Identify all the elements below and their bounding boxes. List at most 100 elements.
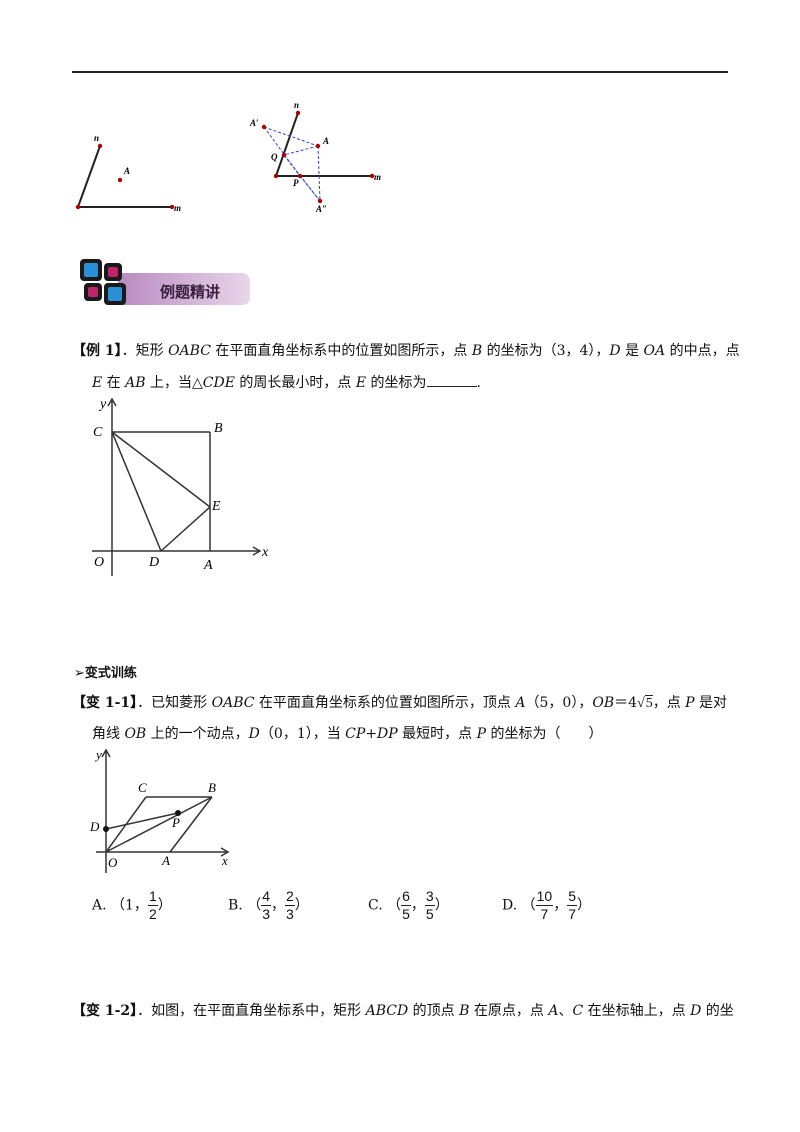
- label-A: A: [161, 853, 170, 868]
- text: ．已知菱形: [137, 695, 212, 711]
- text: ，: [410, 897, 425, 914]
- label-C: C: [93, 425, 103, 440]
- text: （0，1），当: [259, 726, 346, 742]
- label-C: C: [138, 780, 147, 795]
- example1-line2: E 在 AB 上，当△CDE 的周长最小时，点 E 的坐标为.: [92, 372, 481, 394]
- numerator: 4: [262, 888, 270, 904]
- numerator: 2: [286, 888, 294, 904]
- label-O: O: [94, 555, 104, 570]
- choice-label: A.: [92, 897, 107, 914]
- axis-y: y: [98, 397, 107, 412]
- text: 的坐: [701, 1003, 734, 1019]
- text: 上的一个动点，: [146, 726, 249, 742]
- label-P: P: [293, 178, 299, 188]
- choice-label: C.: [368, 897, 383, 914]
- answer-blank: [426, 372, 477, 387]
- numerator: 10: [536, 888, 553, 904]
- text: 是: [620, 343, 644, 359]
- text: ）: [577, 897, 592, 914]
- math: OABC: [211, 695, 255, 711]
- text: ）: [294, 897, 309, 914]
- text: ，: [553, 897, 568, 914]
- axis-x: x: [261, 545, 269, 560]
- math: A: [548, 1003, 559, 1019]
- numerator: 5: [568, 888, 577, 904]
- section-variant-title: ➢变式训练: [74, 666, 137, 681]
- math: P: [685, 695, 695, 711]
- text: 的顶点: [408, 1003, 460, 1019]
- math: OB: [124, 726, 147, 742]
- label-Q: Q: [271, 152, 278, 162]
- text: 在坐标轴上，点: [583, 1003, 691, 1019]
- math: A: [515, 695, 526, 711]
- math: B: [459, 1003, 470, 1019]
- radicand: 5: [644, 695, 653, 711]
- numerator: 1: [148, 888, 157, 904]
- text: .: [476, 375, 481, 391]
- math: D: [248, 726, 260, 742]
- text: （: [521, 897, 536, 914]
- example1-line1: 【例 1】．矩形 OABC 在平面直角坐标系中的位置如图所示，点 B 的坐标为（…: [72, 340, 740, 362]
- choice-label: D.: [502, 897, 518, 914]
- text: 角线: [92, 726, 125, 742]
- variant2-line1: 【变 1-2】．如图，在平面直角坐标系中，矩形 ABCD 的顶点 B 在原点，点…: [72, 1000, 734, 1022]
- text: ，: [271, 897, 285, 914]
- math: C: [572, 1003, 584, 1019]
- label-A: A: [322, 136, 329, 146]
- text: （1，: [111, 897, 148, 914]
- denominator: 7: [535, 905, 554, 923]
- numerator: 6: [402, 888, 410, 904]
- math: OABC: [168, 343, 211, 359]
- sqrt-symbol: √5: [637, 695, 653, 711]
- text: 的坐标为（ ）: [486, 726, 603, 742]
- text: 是对: [694, 695, 728, 711]
- label-A-double-prime: A″: [315, 204, 327, 214]
- variant2-tag: 【变 1-2】: [72, 1003, 138, 1019]
- label-D: D: [148, 555, 159, 570]
- math: OA: [643, 343, 666, 359]
- choice-label: B.: [228, 897, 243, 914]
- label-n: n: [94, 133, 99, 143]
- denominator: 3: [285, 905, 295, 922]
- text: 的坐标为: [366, 375, 427, 391]
- label-O: O: [108, 855, 118, 870]
- label-B: B: [208, 780, 216, 795]
- math: CP: [345, 726, 366, 742]
- reflection-figure-right: n A′ A Q P m A″: [249, 100, 381, 214]
- text: 在平面直角坐标系中的位置如图所示，点: [210, 343, 472, 359]
- math: D: [690, 1003, 702, 1019]
- math: AB: [125, 375, 146, 391]
- variant1-figure: y x C B D P O A: [89, 747, 230, 873]
- text: ）: [157, 897, 172, 914]
- math: CDE: [202, 375, 235, 391]
- math: D: [609, 343, 621, 359]
- label-m: m: [174, 203, 181, 213]
- text: 的中点，点: [665, 343, 740, 359]
- text: 在平面直角坐标系的位置如图所示，顶点: [254, 695, 516, 711]
- text: （5，0），: [525, 695, 593, 711]
- section-banner-icon: [80, 259, 250, 305]
- label-m: m: [374, 172, 381, 182]
- text: 的坐标为（3，4），: [482, 343, 610, 359]
- text: 在: [102, 375, 126, 391]
- denominator: 3: [261, 905, 271, 922]
- math: ABCD: [365, 1003, 409, 1019]
- text: ．如图，在平面直角坐标系中，矩形: [137, 1003, 366, 1019]
- math: DP: [377, 726, 398, 742]
- denominator: 7: [567, 905, 578, 922]
- example1-figure: y x C B E O D A: [92, 397, 269, 576]
- label-n: n: [294, 100, 299, 110]
- label-A-prime: A′: [249, 118, 259, 128]
- numerator: 3: [425, 888, 434, 904]
- text: ，点: [652, 695, 686, 711]
- text: ＝4: [614, 695, 638, 711]
- denominator: 5: [401, 905, 411, 922]
